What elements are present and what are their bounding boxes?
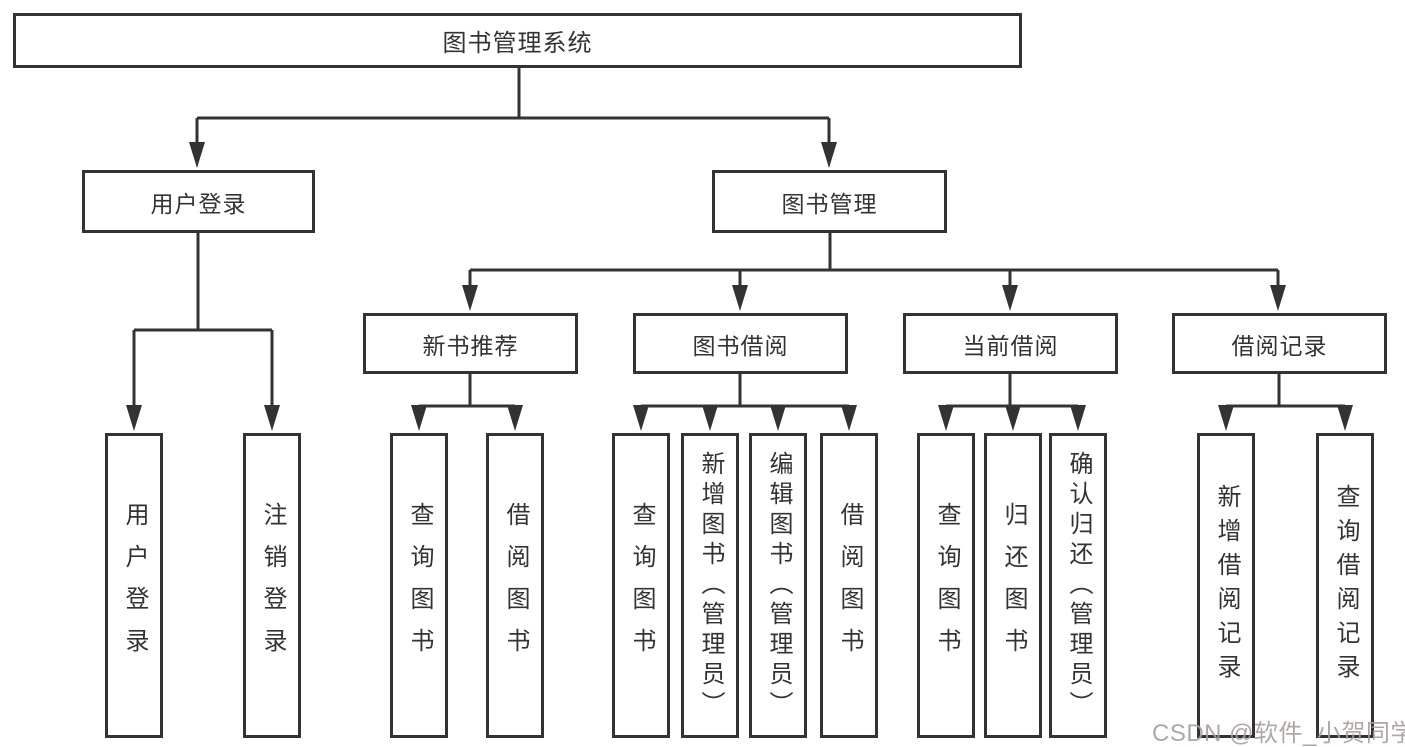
leaf-br-query-record: 查询借阅记录 [1316, 433, 1374, 738]
node-current-borrowing-label: 当前借阅 [962, 332, 1059, 359]
leaf-rec-borrow-book-label: 借阅图书 [502, 501, 529, 670]
connector-book-mgmt-branch [462, 233, 1286, 311]
connector-root-to-level2 [189, 68, 837, 168]
node-new-book-recommend-label: 新书推荐 [422, 332, 519, 359]
leaf-rec-query-book-label: 查询图书 [406, 501, 433, 670]
leaf-logout: 注销登录 [243, 433, 301, 738]
leaf-user-login-label: 用户登录 [121, 501, 148, 670]
leaf-cb-query-book: 查询图书 [917, 433, 975, 738]
node-user-login-label: 用户登录 [150, 190, 247, 217]
leaf-br-add-record: 新增借阅记录 [1197, 433, 1255, 738]
connector-current-borrow-branch [938, 374, 1086, 431]
leaf-bb-query-book: 查询图书 [612, 433, 670, 738]
leaf-cb-confirm-return-admin: 确认归还（管理员） [1049, 433, 1107, 738]
leaf-bb-borrow-book-label: 借阅图书 [836, 501, 863, 670]
leaf-bb-edit-book-admin-label: 编辑图书（管理员） [765, 450, 792, 721]
leaf-bb-borrow-book: 借阅图书 [820, 433, 878, 738]
leaf-br-add-record-label: 新增借阅记录 [1213, 483, 1240, 688]
node-book-management-label: 图书管理 [781, 190, 878, 217]
node-book-management: 图书管理 [712, 170, 947, 233]
leaf-logout-label: 注销登录 [259, 501, 286, 670]
leaf-user-login: 用户登录 [105, 433, 163, 738]
leaf-rec-query-book: 查询图书 [390, 433, 448, 738]
leaf-cb-return-book: 归还图书 [984, 433, 1042, 738]
leaf-bb-edit-book-admin: 编辑图书（管理员） [749, 433, 807, 738]
leaf-rec-borrow-book: 借阅图书 [486, 433, 544, 738]
connector-borrow-record-branch [1218, 374, 1353, 431]
node-root-library-system: 图书管理系统 [13, 13, 1022, 68]
connector-book-borrow-branch [633, 374, 857, 431]
node-new-book-recommend: 新书推荐 [363, 313, 578, 374]
node-borrowing-records-label: 借阅记录 [1231, 332, 1328, 359]
leaf-bb-add-book-admin-label: 新增图书（管理员） [697, 450, 724, 721]
csdn-watermark: CSDN @软件_小贺同学 [1152, 720, 1405, 747]
node-book-borrowing: 图书借阅 [633, 313, 848, 374]
node-book-borrowing-label: 图书借阅 [692, 332, 789, 359]
node-borrowing-records: 借阅记录 [1172, 313, 1387, 374]
node-current-borrowing: 当前借阅 [903, 313, 1118, 374]
node-user-login: 用户登录 [82, 170, 315, 233]
connector-user-login-branch [126, 233, 280, 431]
connector-new-book-rec-branch [411, 374, 523, 431]
node-root-label: 图书管理系统 [442, 30, 593, 57]
leaf-cb-confirm-return-admin-label: 确认归还（管理员） [1065, 450, 1092, 721]
leaf-cb-query-book-label: 查询图书 [933, 501, 960, 670]
leaf-br-query-record-label: 查询借阅记录 [1332, 483, 1359, 688]
leaf-cb-return-book-label: 归还图书 [1000, 501, 1027, 670]
leaf-bb-query-book-label: 查询图书 [628, 501, 655, 670]
leaf-bb-add-book-admin: 新增图书（管理员） [681, 433, 739, 738]
